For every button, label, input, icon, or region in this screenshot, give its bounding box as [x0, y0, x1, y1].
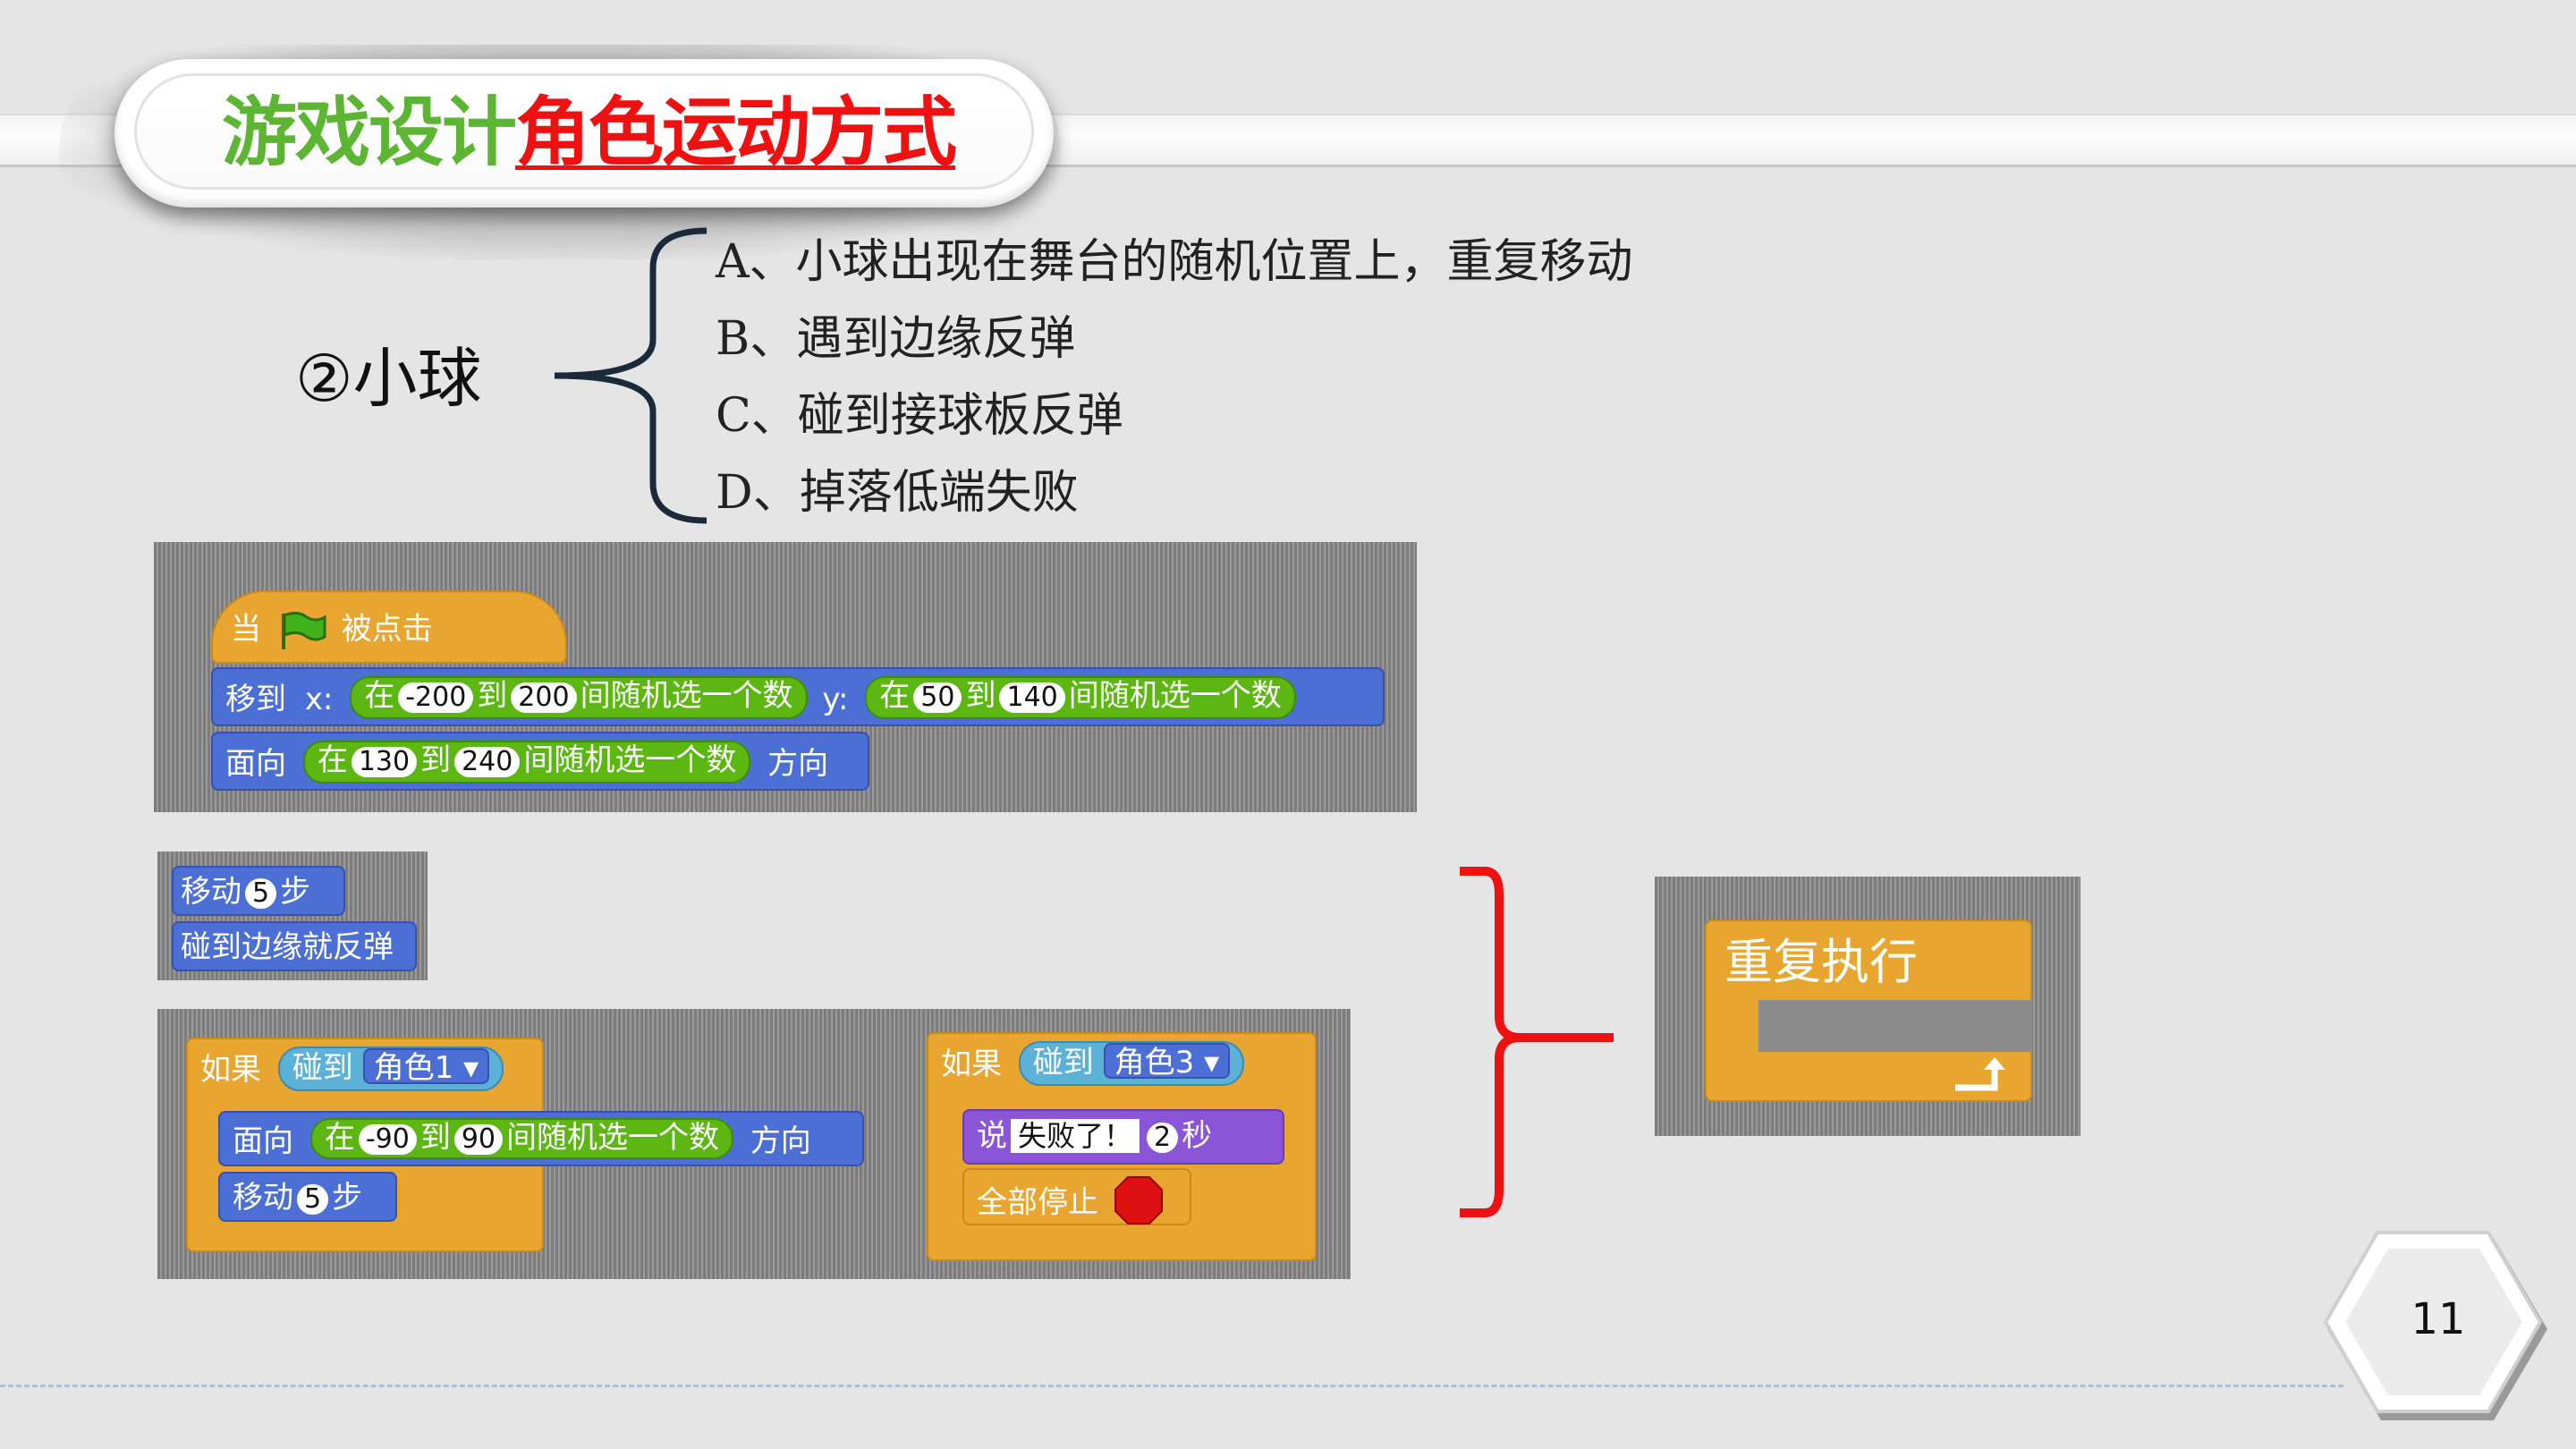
dir-to-input-2[interactable]: 90: [453, 1124, 503, 1155]
loop-arrow-icon: [1955, 1057, 2005, 1091]
random-in: 在: [879, 678, 911, 714]
title-inner: [134, 73, 1034, 190]
page-title: 游戏设计角色运动方式: [222, 88, 957, 177]
sprite-dropdown-1[interactable]: 角色1 ▾: [362, 1048, 490, 1086]
option-a: A、小球出现在舞台的随机位置上，重复移动: [716, 235, 1633, 289]
options-list: A、小球出现在舞台的随机位置上，重复移动 B、遇到边缘反弹 C、碰到接球板反弹 …: [716, 224, 1633, 531]
option-c: C、碰到接球板反弹: [716, 389, 1123, 443]
sprite-name: 角色3: [1114, 1045, 1195, 1080]
red-brace: [1460, 867, 1614, 1217]
option-d: D、掉落低端失败: [716, 466, 1079, 520]
point-dir-label: 方向: [767, 746, 829, 782]
page-number: 11: [2411, 1294, 2466, 1344]
random-to: 到: [419, 1120, 451, 1156]
random-to: 到: [477, 678, 508, 714]
random-text: 间随机选一个数: [523, 742, 737, 778]
bounce-edge-block[interactable]: 碰到边缘就反弹: [172, 921, 417, 971]
hat-when: 当: [231, 611, 261, 648]
move-steps-input[interactable]: 5: [245, 878, 277, 909]
stop-sign-icon: [1114, 1176, 1163, 1224]
hat-clicked: 被点击: [341, 611, 433, 648]
random-to: 到: [965, 678, 996, 714]
stop-all-block[interactable]: 全部停止: [962, 1168, 1191, 1225]
bounce-label: 碰到边缘就反弹: [181, 929, 394, 965]
y-from-input[interactable]: 50: [913, 682, 962, 713]
chevron-down-icon: ▾: [463, 1050, 479, 1086]
curly-brace: [554, 227, 708, 524]
move-label: 移动: [233, 1180, 293, 1216]
point-label: 面向: [233, 1123, 293, 1159]
move-label: 移动: [181, 874, 242, 910]
chevron-down-icon: ▾: [1204, 1045, 1220, 1080]
goto-x-label: x:: [304, 682, 334, 717]
random-in: 在: [317, 742, 348, 778]
random-in: 在: [364, 678, 395, 714]
option-b: B、遇到边缘反弹: [716, 312, 1076, 366]
forever-mouth: [1758, 1000, 2032, 1052]
random-text: 间随机选一个数: [506, 1120, 719, 1156]
say-text-input[interactable]: 失败了！: [1011, 1119, 1140, 1153]
dir-from-input[interactable]: 130: [351, 747, 418, 777]
touching-reporter-2[interactable]: 碰到 角色3 ▾: [1018, 1041, 1245, 1086]
say-unit: 秒: [1182, 1118, 1213, 1154]
point-label: 面向: [225, 746, 286, 782]
touching-label: 碰到: [292, 1050, 353, 1086]
x-to-input[interactable]: 200: [511, 682, 577, 713]
header-band-right: [1011, 114, 2576, 167]
move-unit: 步: [280, 874, 311, 910]
sprite-name: 角色1: [373, 1050, 454, 1086]
if-label: 如果: [941, 1046, 1002, 1082]
page-number-hexagon: [2323, 1231, 2547, 1420]
random-to: 到: [420, 742, 452, 778]
touching-reporter-1[interactable]: 碰到 角色1 ▾: [277, 1046, 504, 1091]
title-part-red: 角色运动方式: [515, 89, 957, 176]
random-text: 间随机选一个数: [1068, 678, 1282, 714]
dir-to-input[interactable]: 240: [454, 747, 521, 777]
point-dir-label: 方向: [750, 1123, 811, 1159]
goto-y-label: y:: [822, 682, 849, 717]
green-flag-icon: [281, 611, 326, 649]
hat-block-flag[interactable]: 当 被点击: [211, 590, 567, 664]
move-unit: 步: [332, 1180, 363, 1216]
move-steps-input-2[interactable]: 5: [297, 1184, 329, 1215]
ball-label: ②小球: [295, 341, 482, 416]
stop-label: 全部停止: [977, 1184, 1098, 1221]
random-text: 间随机选一个数: [580, 678, 793, 714]
x-from-input[interactable]: -200: [398, 682, 474, 713]
random-in: 在: [324, 1120, 355, 1156]
goto-label: 移到: [225, 682, 286, 717]
say-secs-input[interactable]: 2: [1147, 1123, 1179, 1153]
forever-label: 重复执行: [1724, 934, 1918, 990]
footer-dashed-line: [0, 1385, 2343, 1387]
dir-from-input-2[interactable]: -90: [358, 1124, 417, 1155]
say-label: 说: [977, 1118, 1007, 1154]
y-to-input[interactable]: 140: [999, 682, 1065, 713]
title-part-green: 游戏设计: [222, 89, 517, 176]
sprite-dropdown-2[interactable]: 角色3 ▾: [1103, 1043, 1231, 1080]
if-label: 如果: [200, 1052, 261, 1088]
touching-label: 碰到: [1032, 1045, 1094, 1080]
